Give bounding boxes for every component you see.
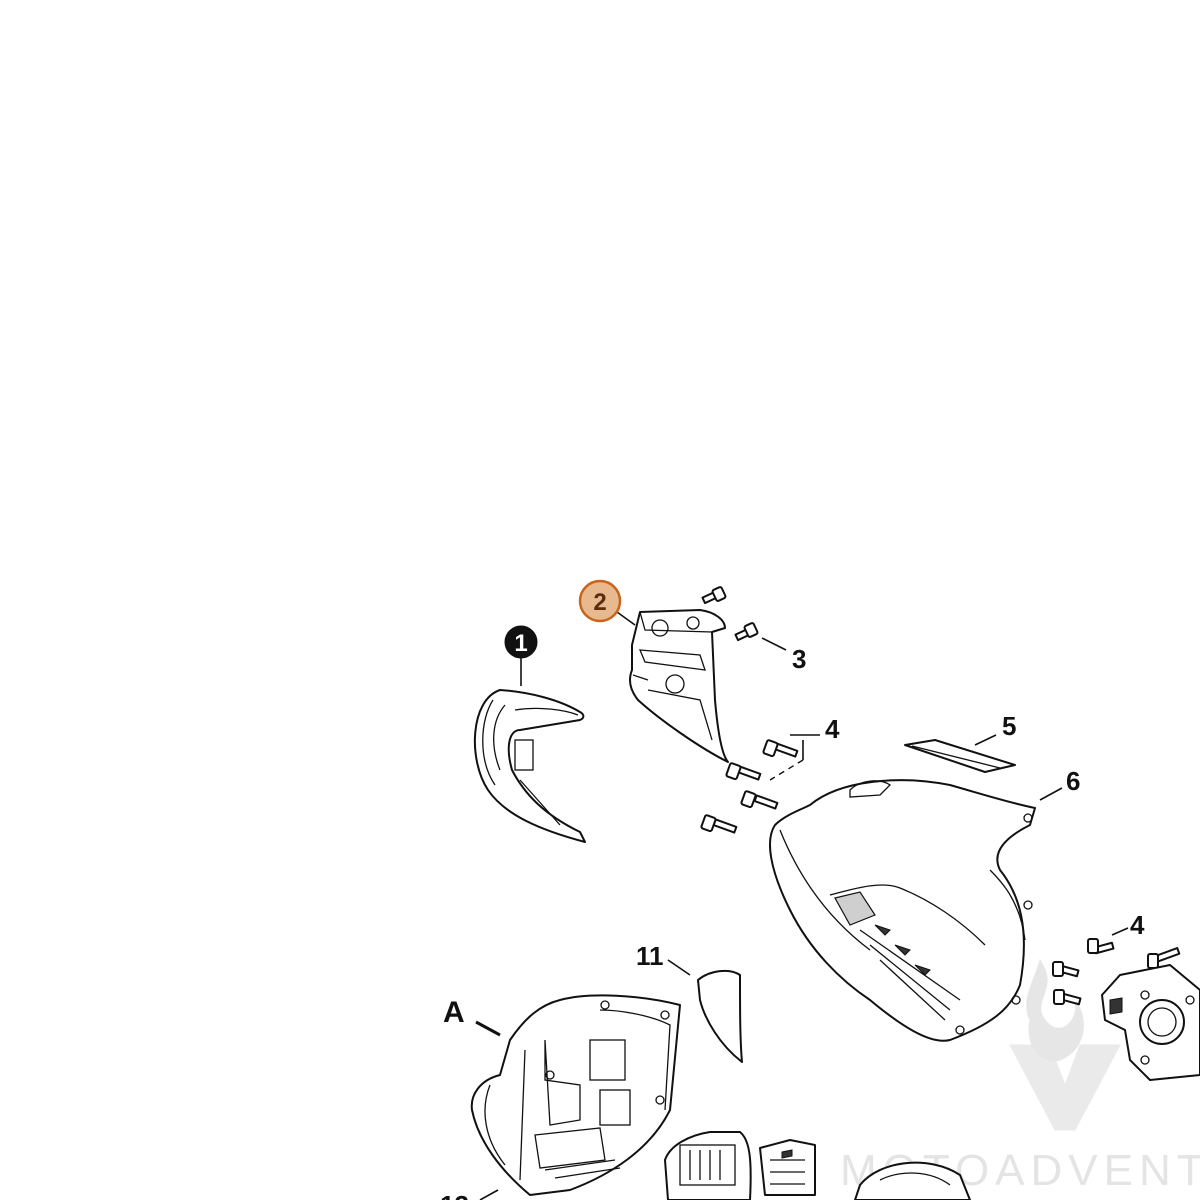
- callout-2-badge: [578, 579, 622, 623]
- part-1-cover-cap: [473, 689, 586, 843]
- screw-group-4-right: [1052, 938, 1181, 1006]
- part-11-inspection-cover: [697, 969, 743, 1063]
- callout-3: 3: [792, 644, 806, 674]
- part-5-label-sticker: [904, 739, 1016, 773]
- screw-3-upper: [701, 586, 727, 605]
- rotor-partial: [854, 1161, 971, 1200]
- callout-a: A: [443, 996, 465, 1029]
- leader-6: [1039, 787, 1063, 801]
- assembly-a-motor-housing: [470, 994, 681, 1196]
- leader-5: [974, 734, 997, 746]
- callout-5: 5: [1002, 711, 1016, 741]
- leader-4-upper-dash: [769, 759, 804, 781]
- leader-2: [616, 611, 636, 626]
- leader-4-upper: [790, 734, 820, 760]
- callout-4-upper: 4: [825, 714, 840, 744]
- screw-3-lower: [734, 622, 759, 642]
- leader-13: [479, 1189, 499, 1200]
- watermark-logo-icon: [1009, 958, 1121, 1131]
- screw-group-4-upper: [700, 739, 799, 834]
- leader-a: [475, 1020, 501, 1037]
- callout-1: 1: [514, 630, 527, 657]
- callout-2: 2: [593, 589, 606, 616]
- callout-11: 11: [636, 941, 664, 971]
- bearing-housing: [1101, 964, 1200, 1081]
- callout-6: 6: [1066, 766, 1080, 796]
- electronics-module: [664, 1131, 816, 1200]
- leader-3: [761, 637, 787, 651]
- leader-4-right: [1111, 927, 1129, 936]
- leader-11: [667, 959, 691, 976]
- part-2-side-panel: [629, 609, 729, 763]
- callout-4-right: 4: [1130, 910, 1145, 940]
- callout-1-badge: [504, 625, 538, 659]
- callout-13: 13: [440, 1190, 469, 1200]
- part-6-main-shroud: [769, 779, 1036, 1042]
